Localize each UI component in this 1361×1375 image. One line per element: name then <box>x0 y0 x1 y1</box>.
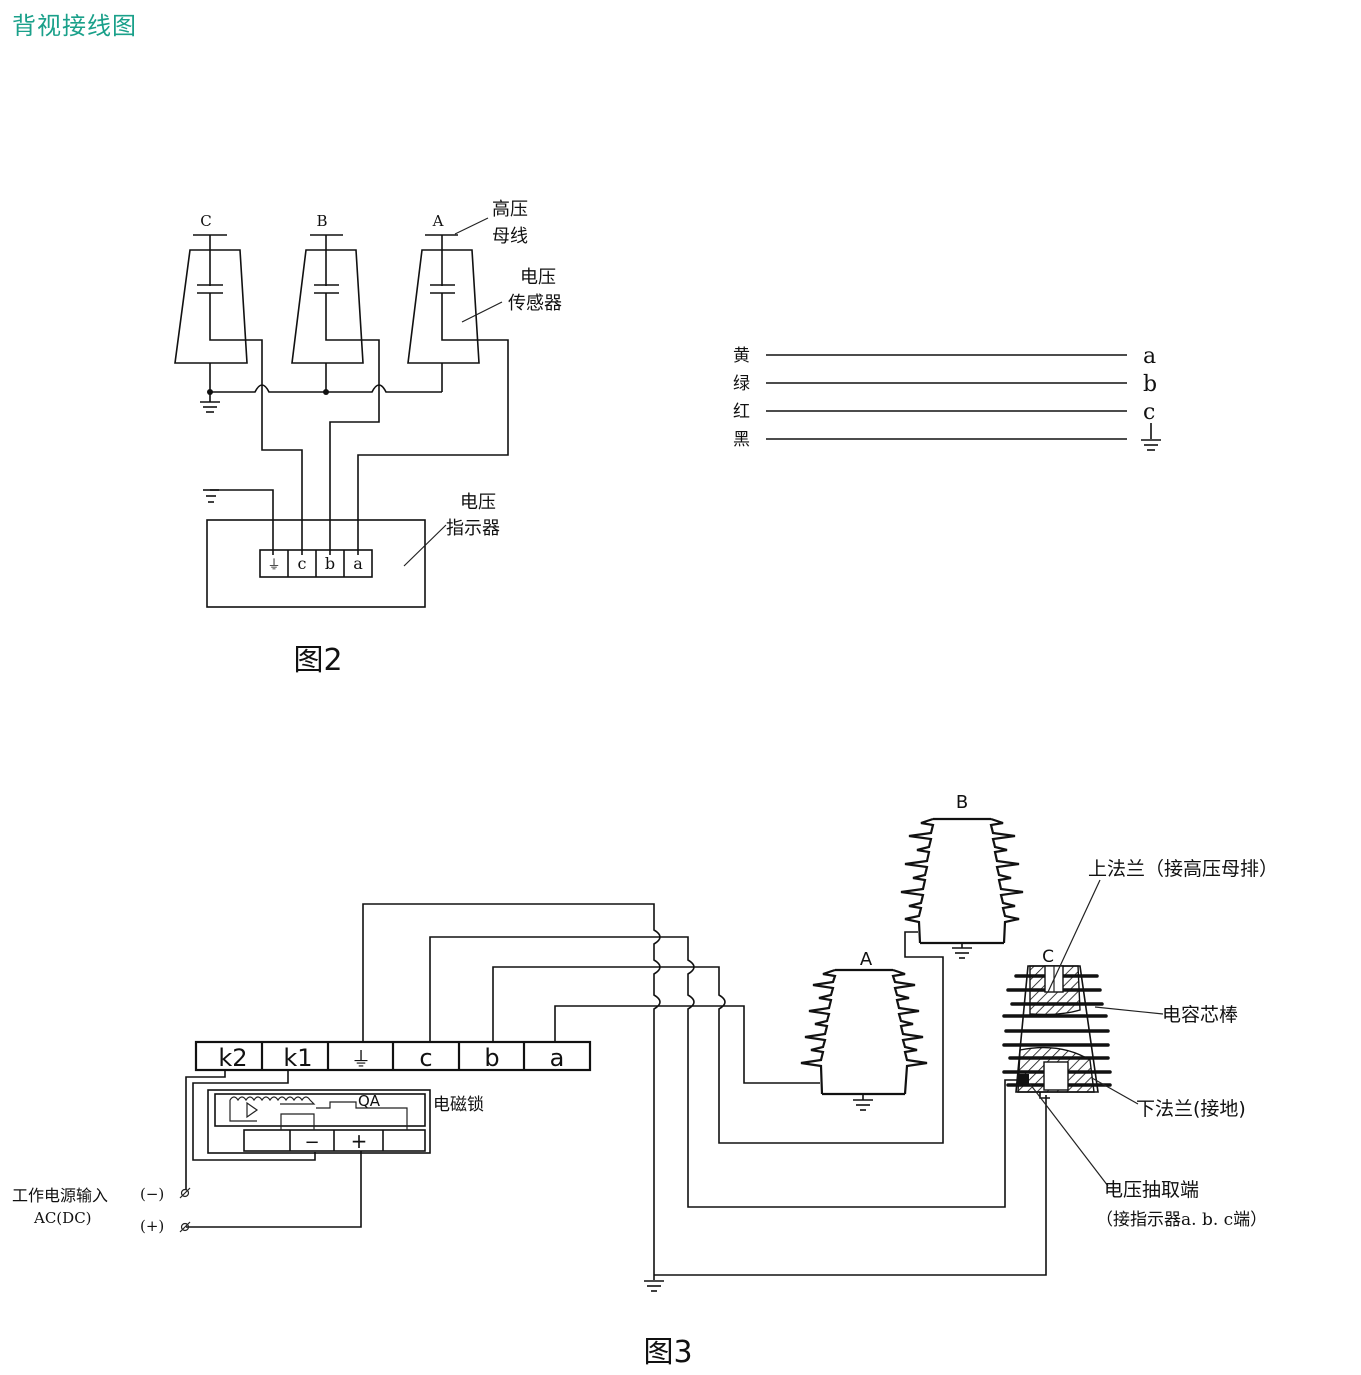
diode-icon <box>246 1101 259 1119</box>
sensor-label-line2: 传感器 <box>508 293 562 314</box>
busbar-label-line2: 母线 <box>492 226 528 247</box>
terminal-b: b <box>325 554 335 573</box>
terminal-c: c <box>1143 400 1155 425</box>
terminal-k1: k1 <box>283 1044 312 1072</box>
lock-switch-label: QA <box>358 1092 381 1110</box>
color-red: 红 <box>733 402 750 422</box>
ground-icon <box>1141 423 1161 451</box>
insulator-c: C <box>1002 947 1112 1099</box>
terminal-a: a <box>1143 344 1156 369</box>
terminal-ground: ⏚ <box>267 558 280 573</box>
electromagnetic-lock: − + QA 电磁锁 <box>185 1070 484 1228</box>
terminal-a: a <box>550 1044 565 1072</box>
ground-icon <box>853 1094 873 1111</box>
voltage-tap-sub-label: （接指示器a. b. c端） <box>1096 1210 1267 1230</box>
insulator-b: B <box>900 792 1024 959</box>
power-input-label: 工作电源输入 <box>12 1186 108 1205</box>
insulator-label-c: C <box>1042 947 1054 967</box>
sensor-phase-b: B <box>291 212 380 555</box>
ground-icon <box>644 1280 664 1292</box>
voltage-tap-label: 电压抽取端 <box>1104 1179 1199 1201</box>
power-plus-label: (+) <box>140 1217 164 1235</box>
figure-2-caption: 图2 <box>293 643 342 678</box>
ground-bus <box>210 384 442 393</box>
sensor-phase-c: C <box>174 212 303 555</box>
callouts: 上法兰（接高压母排） 电容芯棒 下法兰(接地) 电压抽取端 （接指示器a. b.… <box>1029 858 1278 1230</box>
wiring <box>362 903 1047 1292</box>
insulator-label-b: B <box>956 792 968 813</box>
page-title: 背视接线图 <box>12 12 137 40</box>
figure-3-caption: 图3 <box>643 1335 692 1370</box>
power-minus-label: (−) <box>140 1185 164 1203</box>
sensor-leader <box>461 301 503 323</box>
figure-3: k2 k1 ⏚ c b a <box>12 792 1278 1370</box>
color-black: 黑 <box>733 430 750 450</box>
power-input-sub: AC(DC) <box>33 1209 92 1227</box>
indicator-label-line2: 指示器 <box>446 518 500 539</box>
terminal-ground: ⏚ <box>351 1047 371 1071</box>
voltage-indicator-box <box>206 519 426 608</box>
indicator-label-line1: 电压 <box>460 492 496 513</box>
legend-row: 黑 <box>733 423 1161 451</box>
terminal-b: b <box>484 1044 499 1072</box>
ground-icon <box>952 943 972 959</box>
terminal-c: c <box>298 554 307 573</box>
phase-label-b: B <box>316 212 327 230</box>
sensor-phase-a: A <box>357 212 509 555</box>
lower-flange-label: 下法兰(接地) <box>1136 1098 1246 1120</box>
legend-row: 黄 a <box>733 344 1156 369</box>
wire-color-legend: 黄 a 绿 b 红 c 黑 <box>733 344 1161 451</box>
terminal-screw-plus-icon[interactable] <box>179 1221 191 1233</box>
terminal-screw-minus-icon[interactable] <box>179 1187 191 1199</box>
terminal-k2: k2 <box>218 1044 247 1072</box>
terminal-b: b <box>1143 372 1157 397</box>
power-input: 工作电源输入 (−) AC(DC) (+) <box>12 1185 191 1235</box>
indicator-leader <box>403 524 447 567</box>
switch-icon <box>316 1101 408 1130</box>
terminal-c: c <box>419 1044 432 1072</box>
lock-label: 电磁锁 <box>433 1095 484 1115</box>
coil-icon <box>229 1096 311 1102</box>
phase-label-a: A <box>432 212 444 230</box>
legend-row: 红 c <box>733 400 1155 425</box>
capacitor-core-label: 电容芯棒 <box>1162 1004 1238 1026</box>
busbar-leader <box>454 217 489 235</box>
terminal-a: a <box>353 554 363 573</box>
lock-terminal-minus: − <box>304 1132 319 1153</box>
color-yellow: 黄 <box>733 346 750 366</box>
lock-terminal-plus: + <box>351 1129 368 1153</box>
terminal-strip: k2 k1 ⏚ c b a <box>194 1040 592 1072</box>
ground-icon <box>203 489 219 503</box>
color-green: 绿 <box>733 374 750 394</box>
ground-icon <box>200 392 220 413</box>
insulator-a: A <box>800 949 928 1111</box>
figure-2: C B A <box>174 199 562 678</box>
upper-flange-label: 上法兰（接高压母排） <box>1088 858 1278 880</box>
junction-dot <box>323 389 329 395</box>
sensor-label-line1: 电压 <box>520 267 556 288</box>
indicator-terminal-block: ⏚ c b a <box>259 549 373 578</box>
legend-row: 绿 b <box>733 372 1157 397</box>
insulator-label-a: A <box>860 949 873 970</box>
phase-label-c: C <box>200 212 211 230</box>
busbar-label-line1: 高压 <box>492 199 528 220</box>
